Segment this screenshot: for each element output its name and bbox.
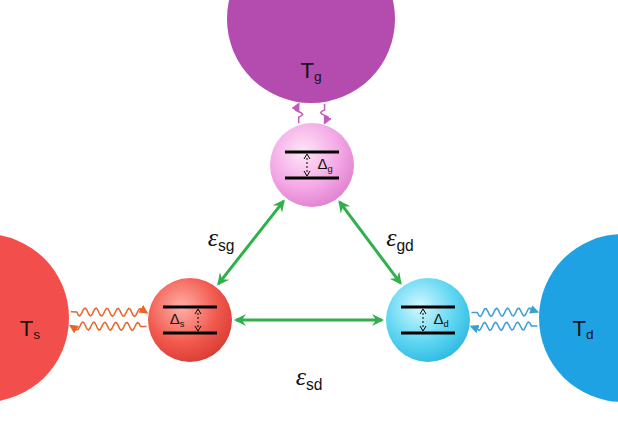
heat-exchange-arrow [71,322,147,330]
heat-bath: Td [539,234,618,402]
coupling-arrow [236,319,382,322]
sphere-shape [270,123,354,207]
coupling-label: εsg [206,224,237,252]
gap-label: Δg [317,156,332,174]
heat-exchange-arrow [471,308,537,316]
heat-exchange-arrow [321,104,328,123]
temperature-label: Tg [300,60,321,84]
coupling-label: εsd [294,364,325,392]
sphere-shape [386,278,470,362]
sphere-shape [148,278,232,362]
heat-exchange-arrow [71,308,147,316]
heat-bath: Tg [227,0,395,103]
bath-disc [0,234,69,402]
heat-bath: Ts [0,234,69,402]
qubit-sphere: Δs [148,278,232,362]
bath-disc [227,0,395,103]
coupling-label: εgd [384,224,416,252]
temperature-label: Td [572,318,593,342]
qubit-sphere: Δg [270,123,354,207]
gap-label: Δd [433,311,448,329]
gap-label: Δs [170,311,185,329]
coupling-arrow [218,201,283,284]
qubit-sphere: Δd [386,278,470,362]
temperature-label: Ts [20,318,40,342]
heat-exchange-arrow [471,322,537,330]
heat-exchange-arrow [295,104,302,123]
